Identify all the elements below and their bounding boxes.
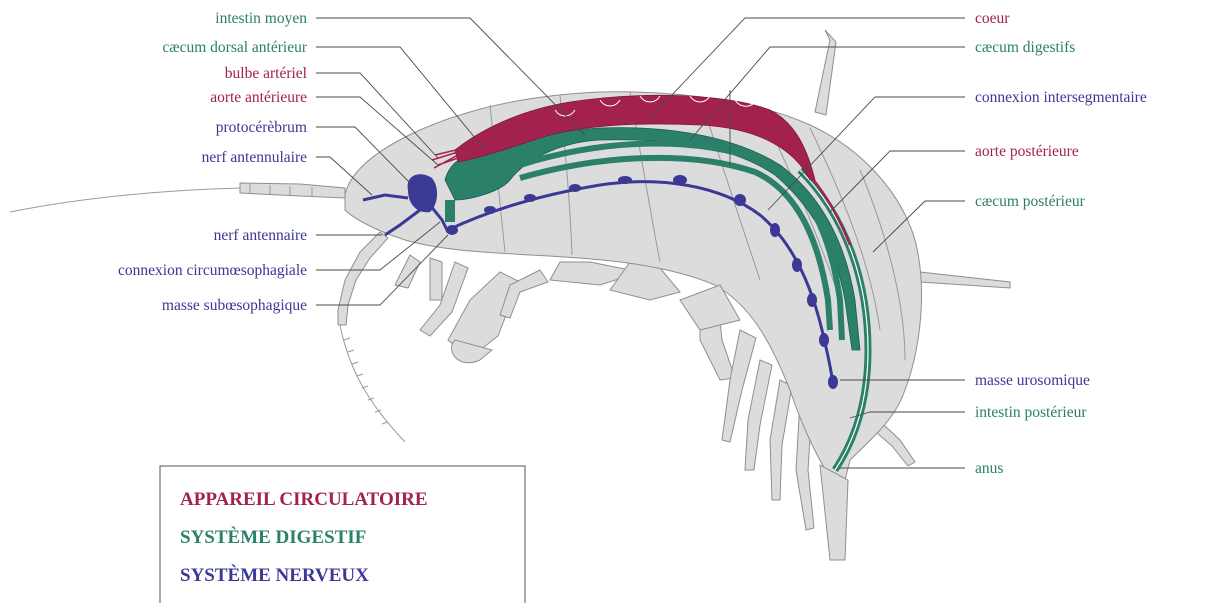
- antennule-flagellum: [10, 188, 240, 212]
- label-connexion-intersegmentaire: connexion intersegmentaire: [975, 89, 1147, 106]
- dorsal-process: [815, 30, 836, 115]
- legend-nervous: SYSTÈME NERVEUX: [180, 564, 369, 586]
- oesophagus: [445, 200, 455, 222]
- masse-urosomique-shape: [828, 375, 838, 389]
- antennule-peduncle: [240, 183, 345, 198]
- label-aorte-anterieure: aorte antérieure: [210, 89, 307, 106]
- masse-suboesophagique-shape: [446, 225, 458, 235]
- legend: APPAREIL CIRCULATOIRE SYSTÈME DIGESTIF S…: [160, 466, 525, 603]
- label-protocerebrum: protocérèbrum: [216, 119, 307, 136]
- label-caecum-posterieur: cæcum postérieur: [975, 193, 1086, 210]
- legend-circulatory: APPAREIL CIRCULATOIRE: [180, 489, 428, 510]
- label-intestin-moyen: intestin moyen: [215, 10, 307, 27]
- label-coeur: coeur: [975, 10, 1010, 27]
- label-caecum-dorsal-anterieur: cæcum dorsal antérieur: [162, 39, 307, 56]
- label-intestin-posterieur: intestin postérieur: [975, 404, 1087, 421]
- label-anus: anus: [975, 460, 1003, 477]
- label-masse-suboesophagique: masse subœsophagique: [162, 297, 307, 314]
- label-masse-urosomique: masse urosomique: [975, 372, 1090, 389]
- label-aorte-posterieure: aorte postérieure: [975, 143, 1079, 160]
- antenna-peduncle: [338, 232, 388, 325]
- label-connexion-circumoesophagiale: connexion circumœsophagiale: [118, 262, 307, 279]
- antenna-flagellum: [340, 325, 405, 442]
- label-nerf-antennaire: nerf antennaire: [214, 227, 307, 244]
- labels-right: coeur cæcum digestifs connexion interseg…: [975, 10, 1147, 477]
- label-caecum-digestifs: cæcum digestifs: [975, 39, 1075, 56]
- labels-left: intestin moyen cæcum dorsal antérieur bu…: [118, 10, 308, 314]
- label-bulbe-arteriel: bulbe artériel: [225, 65, 307, 82]
- label-nerf-antennulaire: nerf antennulaire: [202, 149, 308, 166]
- legend-digestive: SYSTÈME DIGESTIF: [180, 526, 366, 548]
- telson: [820, 465, 848, 560]
